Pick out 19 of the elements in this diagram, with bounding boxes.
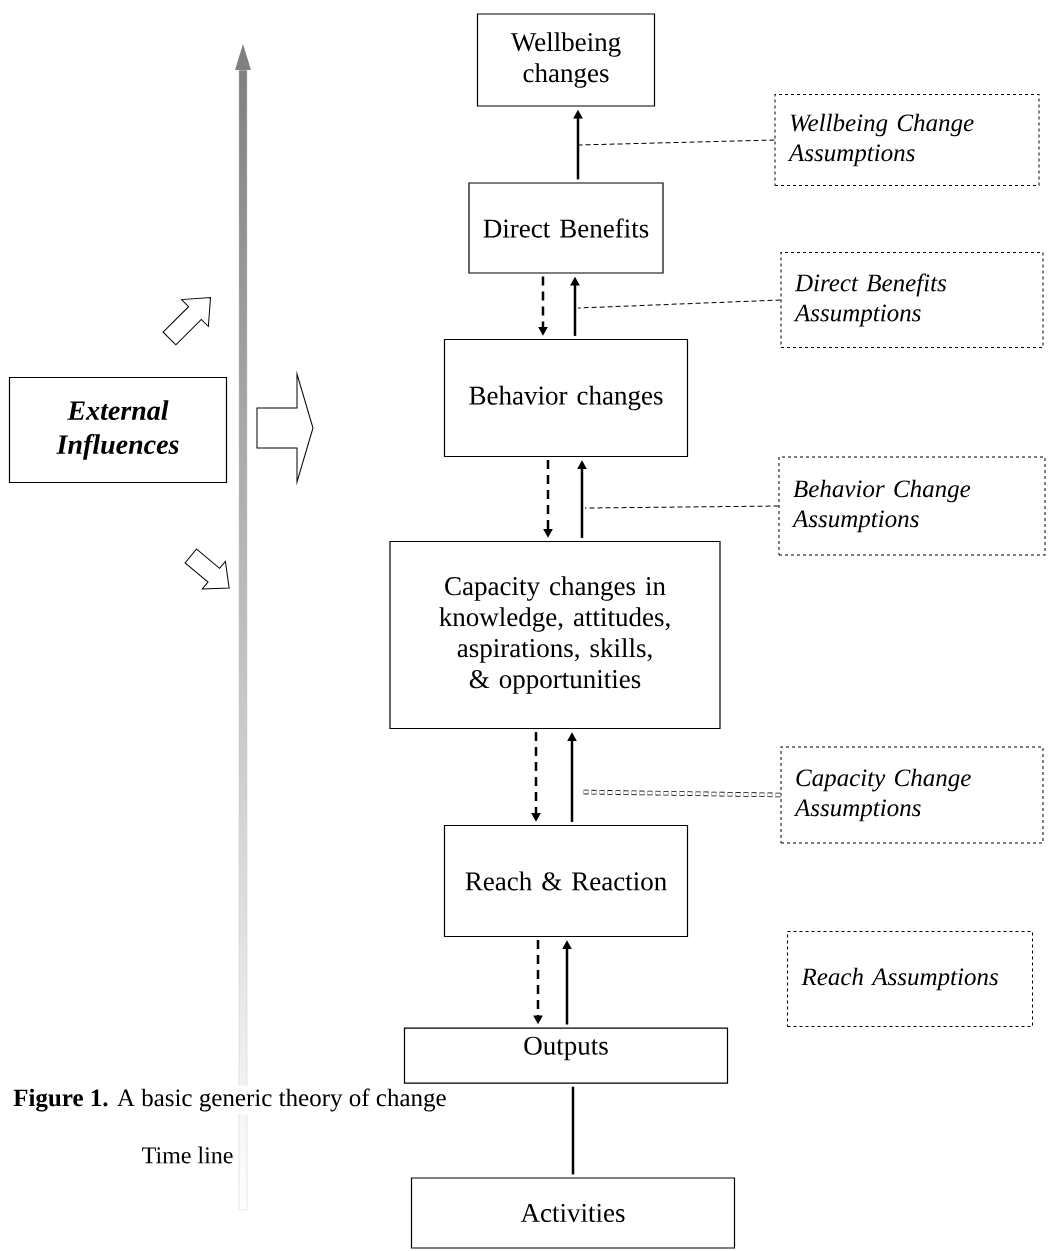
assumption-box: Behavior Change Assumptions [778, 456, 1046, 556]
assumption-box: Wellbeing Change Assumptions [774, 94, 1040, 186]
assumption-box: Direct Benefits Assumptions [780, 252, 1044, 348]
axis-label: Time line [142, 1146, 233, 1164]
process-box: Activities [410, 1177, 736, 1249]
leader-line [581, 789, 781, 798]
leader-line [577, 299, 781, 309]
leader-line [577, 139, 775, 146]
process-box: Wellbeing changes [476, 13, 656, 107]
process-box: Capacity changes in knowledge, attitudes, aspirations, skills, & opportunities [389, 540, 721, 730]
process-box: Outputs [403, 1027, 729, 1084]
process-box: Direct Benefits [468, 182, 664, 274]
assumption-box: Reach Assumptions [787, 931, 1033, 1027]
figure-caption: Figure 1. A basic generic theory of change [10, 1085, 450, 1115]
influence-box: External Influences [8, 376, 228, 484]
process-box: Reach & Reaction [443, 824, 689, 938]
process-box: Behavior changes [443, 338, 689, 458]
leader-line [584, 505, 779, 509]
assumption-box: Capacity Change Assumptions [780, 746, 1044, 844]
